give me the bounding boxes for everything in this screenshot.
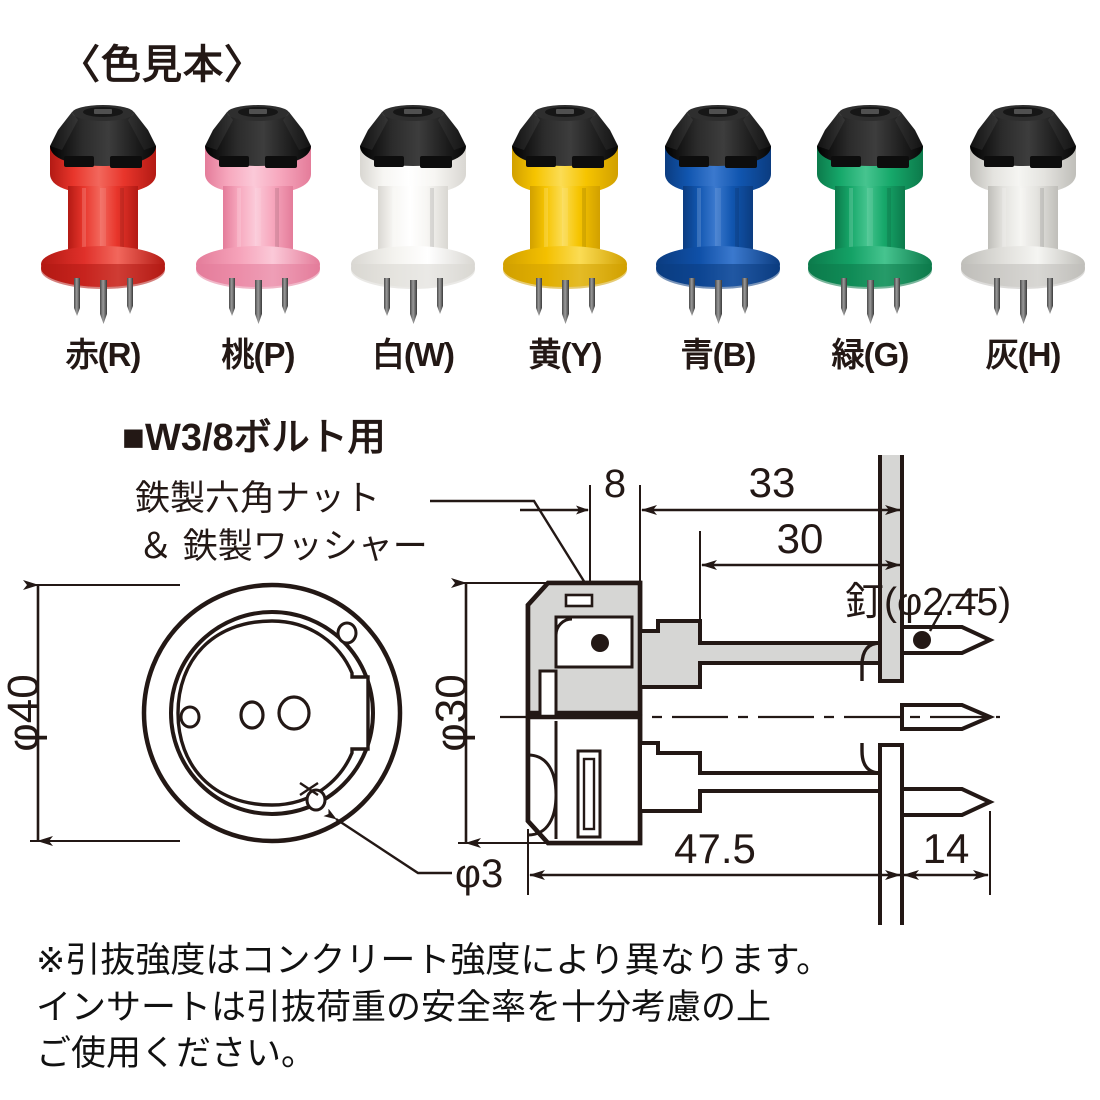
color-sample-image-green [795, 100, 945, 325]
color-sample-label-green: 緑(G) [831, 336, 910, 373]
plan-inner-circle [169, 610, 375, 816]
dim-label-30: 30 [777, 515, 824, 562]
footnote-block: ※引抜強度はコンクリート強度により異なります。 インサートは引抜荷重の安全率を十… [36, 938, 1066, 1078]
color-sample-image-blue [643, 100, 793, 325]
color-sample-image-pink [183, 100, 333, 325]
drawing-svg: 鉄製六角ナット ＆ 鉄製ワッシャー [0, 455, 1011, 925]
annotation-nail: 釘(φ2.45) [845, 581, 1011, 624]
color-sample-label-gray: 灰(H) [985, 336, 1062, 373]
plan-view: φ3 φ40 [0, 580, 503, 896]
plan-washer-outline [176, 619, 370, 807]
color-sample-red: 赤(R) [28, 100, 178, 373]
dim-label-8: 8 [604, 462, 626, 506]
dimension-group: 8 33 30 φ30 釘(φ2.45) [427, 459, 1011, 895]
color-sample-label-white: 白(W) [371, 336, 455, 373]
color-sample-image-white [338, 100, 488, 325]
plan-nail-hole-3 [305, 788, 327, 812]
dim-label-phi3: φ3 [455, 852, 503, 896]
footnote-line-2: インサートは引抜荷重の安全率を十分考慮の上 [36, 987, 772, 1027]
annotation-nut-washer-line1: 鉄製六角ナット [135, 479, 380, 518]
dim-label-phi40: φ40 [0, 674, 48, 751]
color-sample-image-yellow [490, 100, 640, 325]
dim-label-47-5: 47.5 [674, 825, 756, 872]
color-sample-blue: 青(B) [643, 100, 793, 373]
section-shaft-upper [638, 619, 882, 689]
color-sample-yellow: 黄(Y) [490, 100, 640, 373]
footnote-line-1: ※引抜強度はコンクリート強度により異なります。 [36, 941, 832, 980]
leader-line-phi3 [323, 808, 452, 875]
section-flange-upper [878, 455, 904, 683]
color-sample-pink: 桃(P) [183, 100, 333, 373]
section-cap-recess [564, 593, 594, 608]
section-flange-fillet-upper [860, 641, 881, 681]
plan-nail-hole-1 [336, 621, 358, 645]
plan-center-hole-large [277, 695, 311, 731]
color-sample-label-pink: 桃(P) [221, 336, 296, 373]
color-sample-image-red [28, 100, 178, 325]
section-slot-inner [582, 757, 596, 831]
dim-label-14: 14 [923, 825, 970, 872]
nail-group [900, 625, 996, 817]
color-sample-label-red: 赤(R) [65, 336, 142, 373]
section-hexnut-corner [554, 617, 573, 636]
leader-line-nut-washer [430, 499, 602, 608]
annotation-nut-washer-line2: ＆ 鉄製ワッシャー [138, 527, 428, 566]
leader-dot-nut [591, 634, 609, 652]
plan-nail-hole-tick [299, 782, 319, 796]
section-title-bolt-type: ■W3/8ボルト用 [122, 417, 386, 459]
color-sample-gray: 灰(H) [948, 100, 1098, 373]
plan-nail-hole-2 [179, 705, 201, 729]
plan-center-hole-small [239, 700, 265, 730]
section-flange-fillet-lower [860, 743, 881, 775]
footnote-line-3: ご使用ください。 [36, 1034, 317, 1074]
section-shaft-lower [638, 741, 882, 813]
dim-label-phi30: φ30 [427, 674, 476, 751]
color-sample-green: 緑(G) [795, 100, 945, 373]
technical-drawing: 鉄製六角ナット ＆ 鉄製ワッシャー [0, 455, 1100, 925]
leader-line-nail [928, 593, 978, 632]
section-rib-curve [527, 753, 558, 837]
color-sample-label-blue: 青(B) [680, 336, 757, 373]
nail-3 [900, 787, 995, 817]
page-title-color-samples: 〈色見本〉 [60, 43, 265, 87]
leader-dot-nail [913, 631, 931, 649]
dim-label-33: 33 [749, 459, 796, 506]
color-sample-image-gray [948, 100, 1098, 325]
section-flange-lower [878, 743, 904, 925]
section-view [500, 455, 1000, 925]
color-sample-label-yellow: 黄(Y) [528, 336, 603, 373]
color-sample-white: 白(W) [338, 100, 488, 373]
color-sample-gallery: 赤(R) 桃(P) 白(W) 黄(Y) 青(B) 緑(G) 灰(H) [0, 100, 1100, 373]
